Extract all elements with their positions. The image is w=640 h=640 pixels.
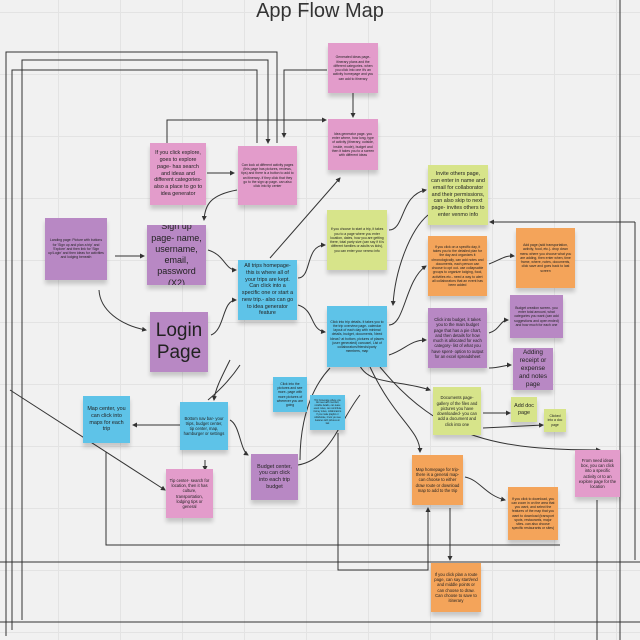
note-landing-page: Landing page: Picture with buttons for '…	[45, 218, 107, 280]
note-idea-generator: Idea generator page- you enter where, ho…	[328, 119, 378, 170]
note-all-trips-homepage: All trips homepage- this is where all of…	[238, 260, 297, 320]
note-pictures: Click into the pictures and see more- pa…	[273, 377, 307, 412]
note-map-center: Map center, you can click into maps for …	[83, 396, 130, 443]
note-bottom-nav: Bottom nav bar- your trips, budget cente…	[180, 402, 228, 450]
note-tip-center: Tip center- search for location, then it…	[166, 469, 213, 518]
note-trip-homepage: Trip homepage where you can see each mem…	[310, 395, 345, 430]
note-login-page: Login Page	[150, 312, 208, 372]
note-specific-day: If you click on a specific day, it takes…	[428, 236, 487, 296]
note-map-homepage: Map homepage for trip- there is a genera…	[412, 455, 463, 505]
note-activity-pages: Can look at different activity pages (th…	[238, 146, 297, 205]
board-title: App Flow Map	[256, 0, 384, 22]
note-signup-page: Sign up page- name, username, email, pas…	[147, 225, 206, 285]
note-add-page: Add page (add transportation, activity, …	[516, 228, 575, 288]
note-download-map: If you click to download, you can zoom i…	[508, 487, 558, 540]
note-adding-receipt: Adding receipt or expense and notes page	[513, 348, 553, 390]
note-budget-center: Budget center, you can click into each t…	[251, 454, 298, 500]
note-need-ideas: From need ideas box, you can click into …	[575, 450, 620, 497]
note-budget: Click into budget, it takes you to the m…	[428, 308, 487, 368]
note-start-trip: If you choose to start a trip, it takes …	[327, 210, 387, 270]
note-documents: Documents page- gallery of the files and…	[433, 387, 481, 435]
note-generated-ideas: Generated ideas page- itinerary plans an…	[328, 43, 378, 93]
note-invite-others: Invite others page, can enter in name an…	[428, 165, 488, 225]
note-clicked-doc: Clicked into a doc page	[544, 409, 566, 432]
note-plan-route: If you click plan a route page, can say …	[431, 563, 481, 612]
note-budget-creation: Budget creation screen- you enter total …	[510, 295, 563, 338]
note-add-doc: Add doc page	[511, 397, 537, 422]
note-trip-details: Click into trip details- it takes you to…	[327, 306, 387, 367]
note-explore: If you click explore, goes to explore pa…	[150, 143, 206, 205]
